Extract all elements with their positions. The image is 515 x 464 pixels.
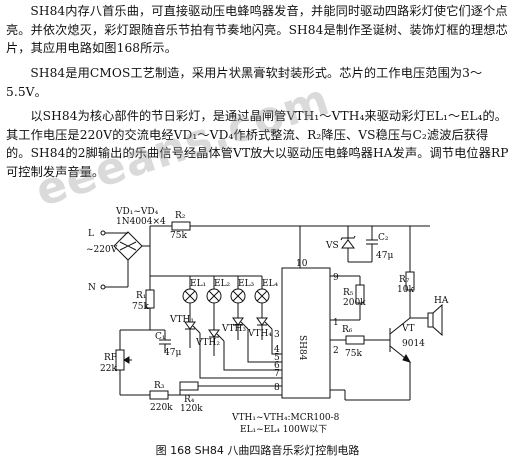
figure-caption: 图 168 SH84 八曲四路音乐彩灯控制电路 bbox=[155, 444, 360, 457]
resistor-r2: R₂ 75k bbox=[170, 211, 191, 241]
bridge-label: VD₁~VD₄ bbox=[115, 207, 159, 217]
pin8-label: 8 bbox=[274, 383, 280, 393]
el4-label: EL₄ bbox=[262, 279, 279, 289]
lamp-el3: EL₃ bbox=[230, 276, 255, 304]
pin9-label: 9 bbox=[333, 273, 339, 283]
resistor-r7: R₇ 10k bbox=[397, 226, 415, 295]
c2-label: C₂ bbox=[378, 233, 389, 243]
resistor-r5: R₅ 200k bbox=[343, 284, 366, 308]
r5-label: R₅ bbox=[343, 288, 354, 298]
pin5-label: 5 bbox=[274, 353, 280, 363]
resistor-r3: R₃ 220k bbox=[149, 381, 173, 413]
mains-input: L ~220V N bbox=[86, 229, 129, 293]
thyristor-vth3: VTH₃ bbox=[221, 303, 249, 340]
vth1-label: VTH₁ bbox=[169, 315, 194, 325]
ic-sh84: SH84 10 9 1 2 3 4 5 6 7 8 bbox=[274, 259, 339, 399]
r7-value: 10k bbox=[397, 285, 414, 295]
paragraph-circuit: 以SH84为核心部件的节日彩灯，是通过晶闸管VTH₁～VTH₄来驱动彩灯EL₁～… bbox=[6, 109, 509, 179]
pin10-label: 10 bbox=[296, 259, 308, 269]
r2-value: 75k bbox=[170, 231, 187, 241]
el1-label: EL₁ bbox=[190, 279, 206, 289]
c2-value: 47μ bbox=[376, 251, 393, 261]
vt-part-label: 9014 bbox=[402, 339, 425, 349]
resistor-r4: R₄ 120k bbox=[179, 381, 203, 414]
r6-value: 75k bbox=[345, 349, 362, 359]
vt-label: VT bbox=[401, 324, 415, 334]
r2-label: R₂ bbox=[175, 211, 186, 221]
r4-label: R₄ bbox=[184, 395, 195, 405]
pin2-label: 2 bbox=[333, 346, 339, 356]
buzzer-ha: HA bbox=[410, 296, 449, 337]
c1-label: C₁ bbox=[155, 332, 166, 342]
pin3-label: 3 bbox=[274, 330, 280, 340]
vth3-label: VTH₃ bbox=[221, 324, 246, 334]
thyristor-vth2: VTH₂ bbox=[195, 303, 225, 356]
pin7-label: 7 bbox=[274, 369, 280, 379]
neutral-label: N bbox=[88, 283, 96, 293]
pin4-label: 4 bbox=[274, 345, 280, 355]
c1-value: 47μ bbox=[164, 348, 181, 358]
lamp-el2: EL₂ bbox=[206, 276, 231, 304]
vth2-label: VTH₂ bbox=[195, 338, 220, 348]
r3-value: 220k bbox=[150, 403, 173, 413]
rp-value: 22k bbox=[100, 364, 117, 374]
r1-value: 75k bbox=[132, 302, 149, 312]
note-lamps: EL₁~EL₄ 100W以下 bbox=[240, 425, 327, 435]
bridge-part-label: 1N4004×4 bbox=[116, 217, 166, 227]
thyristor-vth4: VTH₄ bbox=[247, 303, 273, 340]
zener-vs: VS bbox=[325, 226, 356, 262]
el2-label: EL₂ bbox=[214, 279, 231, 289]
r5-value: 200k bbox=[343, 298, 366, 308]
vth4-label: VTH₄ bbox=[247, 329, 272, 339]
pin6-label: 6 bbox=[274, 361, 280, 371]
r1-label: R₁ bbox=[136, 291, 146, 301]
note-thyristor: VTH₁~VTH₄:MCR100-8 bbox=[231, 413, 340, 423]
ac-voltage-label: ~220V bbox=[86, 245, 118, 255]
ha-label: HA bbox=[434, 296, 449, 306]
lamp-el4: EL₄ bbox=[254, 276, 279, 304]
r7-label: R₇ bbox=[399, 275, 410, 285]
resistor-r6: R₆ 75k bbox=[342, 325, 365, 359]
thyristor-vth1: VTH₁ bbox=[169, 303, 201, 348]
capacitor-c2: C₂ 47μ bbox=[366, 226, 393, 262]
line-label: L bbox=[88, 229, 94, 239]
transistor-vt: VT 9014 bbox=[389, 317, 425, 363]
vs-label: VS bbox=[325, 241, 339, 251]
el3-label: EL₃ bbox=[238, 279, 255, 289]
r6-label: R₆ bbox=[342, 325, 353, 335]
resistor-r1: R₁ 75k bbox=[132, 289, 155, 312]
potentiometer-rp: RP 22k bbox=[100, 349, 132, 374]
r4-value: 120k bbox=[180, 404, 203, 414]
paragraph-process: SH84是用CMOS工艺制造，采用片状黑膏软封装形式。芯片的工作电压范围为3～5… bbox=[6, 66, 483, 99]
pin1-label: 1 bbox=[333, 318, 339, 328]
r3-label: R₃ bbox=[154, 381, 165, 391]
rp-label: RP bbox=[104, 353, 117, 363]
capacitor-c1: C₁ 47μ bbox=[155, 330, 181, 358]
lamp-el1: EL₁ bbox=[182, 276, 206, 304]
ic-label: SH84 bbox=[297, 335, 307, 361]
paragraph-intro: SH84内存八首乐曲，可直接驱动压电蜂鸣器发音，并能同时驱动四路彩灯使它们逐个点… bbox=[6, 4, 508, 55]
